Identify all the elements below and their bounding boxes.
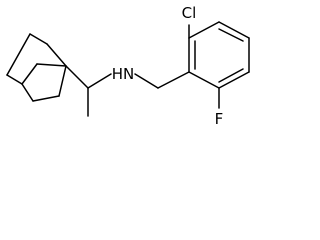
amine-label-group: HN (112, 64, 135, 84)
double-bond-inner (218, 68, 244, 83)
bond (157, 71, 190, 89)
chlorine-label-bg (179, 3, 199, 23)
fluorine-label-bg (212, 109, 226, 129)
bond (218, 21, 250, 39)
ethylamine-linker (87, 71, 190, 117)
substituent-bonds (188, 24, 220, 109)
chemical-structure-diagram: HN Cl F (0, 0, 268, 136)
bond (36, 63, 67, 67)
chlorine-label: Cl (182, 4, 197, 22)
bond (188, 71, 220, 89)
amine-label-bg (112, 64, 134, 84)
bond (6, 33, 31, 76)
bond (65, 65, 89, 89)
bond (46, 43, 67, 67)
bond (21, 83, 34, 102)
chlorine-label-group: Cl (179, 3, 199, 23)
amine-label: HN (112, 65, 135, 83)
bond (32, 95, 60, 102)
bond (188, 21, 220, 39)
fluorine-label: F (215, 110, 224, 128)
bond (58, 65, 67, 97)
molecule-svg: HN Cl F (6, 3, 250, 129)
fluorine-label-group: F (212, 109, 226, 129)
norbornyl-group (6, 33, 89, 102)
bond (21, 63, 38, 85)
bond (6, 74, 23, 85)
bond (29, 33, 48, 45)
bond (134, 73, 159, 89)
double-bond-inner (218, 28, 244, 42)
bond (218, 71, 250, 89)
benzene-ring (188, 21, 250, 89)
bond (87, 73, 112, 89)
